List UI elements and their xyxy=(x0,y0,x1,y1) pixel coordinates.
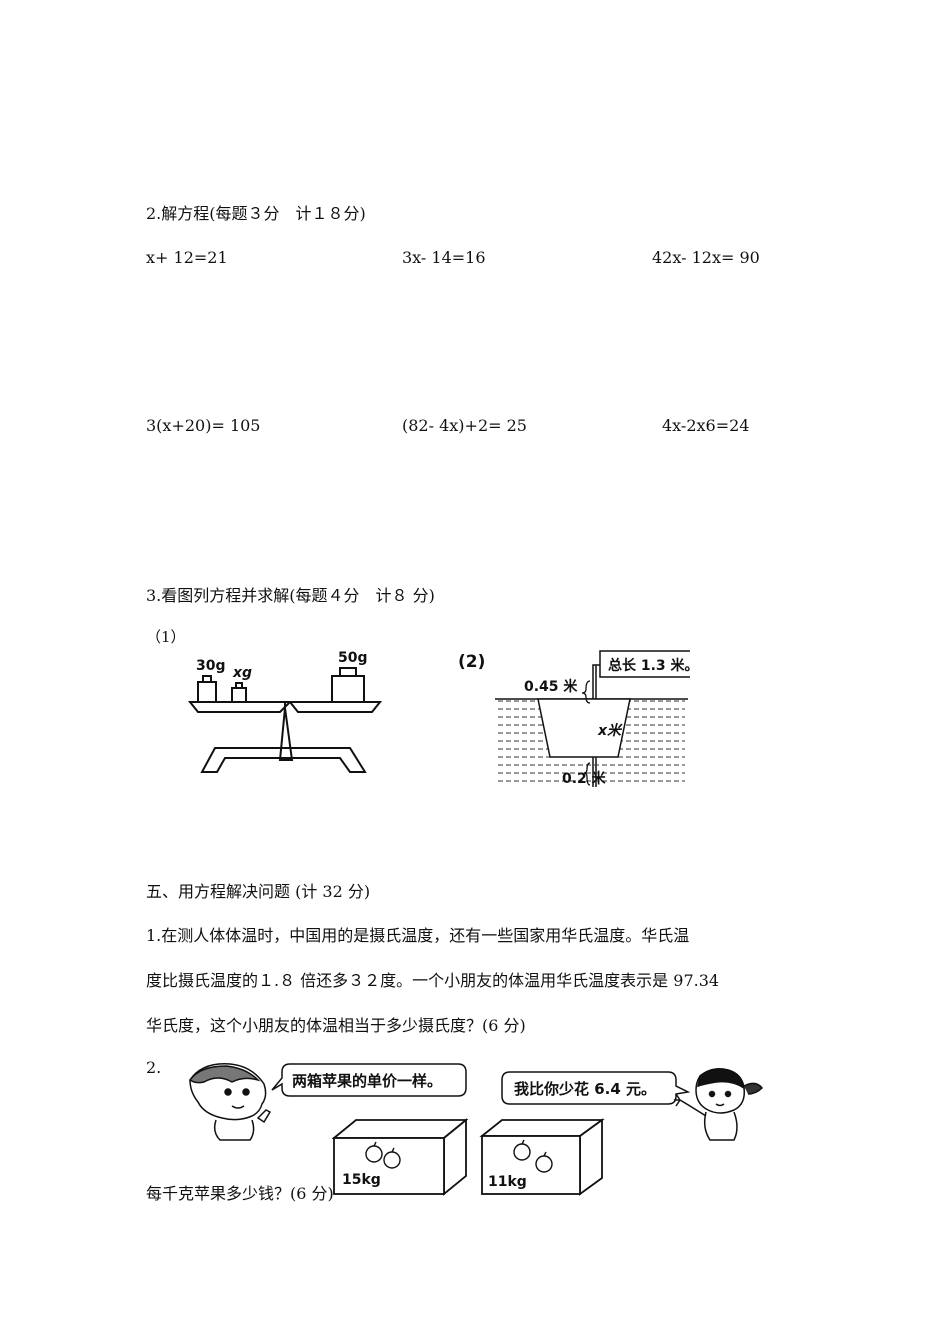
weight-x-label: xg xyxy=(232,665,252,681)
equation-3: 42x- 12x= 90 xyxy=(652,248,760,267)
top-length-label: 0.45 米 xyxy=(524,678,578,695)
figure-1-label: （1） xyxy=(146,628,186,646)
question-2-number: 2. xyxy=(146,1058,162,1077)
bottom-length-label: 0.2 米 xyxy=(562,770,607,787)
question-1-line-1: 1.在测人体体温时，中国用的是摄氏温度，还有一些国家用华氏温度。华氏温 xyxy=(146,926,690,945)
question-1-line-3: 华氏度，这个小朋友的体温相当于多少摄氏度？(6 分) xyxy=(146,1016,526,1035)
box-right-weight: 11kg xyxy=(488,1174,527,1190)
section-2-title: 2.解方程(每题３分 计１８分) xyxy=(146,204,366,223)
equation-4: 3(x+20)= 105 xyxy=(146,416,261,435)
total-length-callout: 总长 1.3 米。 xyxy=(608,657,690,674)
right-speech-bubble: 我比你少花 6.4 元。 xyxy=(501,1071,690,1105)
box-left-weight: 15kg xyxy=(342,1172,381,1188)
left-speech-bubble: 两箱苹果的单价一样。 xyxy=(271,1063,467,1097)
weight-50g-label: 50g xyxy=(338,650,368,666)
apple-box-right: 11kg xyxy=(479,1118,605,1196)
figure-2-label: (2) xyxy=(458,652,485,672)
section-3-title: 3.看图列方程并求解(每题４分 计８ 分) xyxy=(146,586,435,605)
equation-2: 3x- 14=16 xyxy=(402,248,486,267)
equation-5: (82- 4x)+2= 25 xyxy=(402,416,527,435)
left-bubble-text: 两箱苹果的单价一样。 xyxy=(292,1072,442,1090)
weight-30g-label: 30g xyxy=(196,658,226,674)
girl-illustration xyxy=(674,1068,763,1141)
apple-box-left: 15kg xyxy=(331,1118,469,1196)
question-2-text: 每千克苹果多少钱？(6 分) xyxy=(146,1184,334,1203)
stick-in-water-figure: (2) 总长 1.3 米。 0.45 米 x米 0.2 米 xyxy=(458,650,690,787)
boy-illustration xyxy=(188,1063,272,1141)
equation-6: 4x-2x6=24 xyxy=(662,416,750,435)
equation-1: x+ 12=21 xyxy=(146,248,228,267)
balance-scale-figure: 30g xg 50g xyxy=(187,650,383,773)
middle-length-label: x米 xyxy=(597,722,623,739)
right-bubble-text: 我比你少花 6.4 元。 xyxy=(514,1080,656,1098)
question-1-line-2: 度比摄氏温度的１.８ 倍还多３２度。一个小朋友的体温用华氏温度表示是 97.34 xyxy=(146,971,720,990)
section-5-title: 五、用方程解决问题 (计 32 分) xyxy=(146,882,371,901)
